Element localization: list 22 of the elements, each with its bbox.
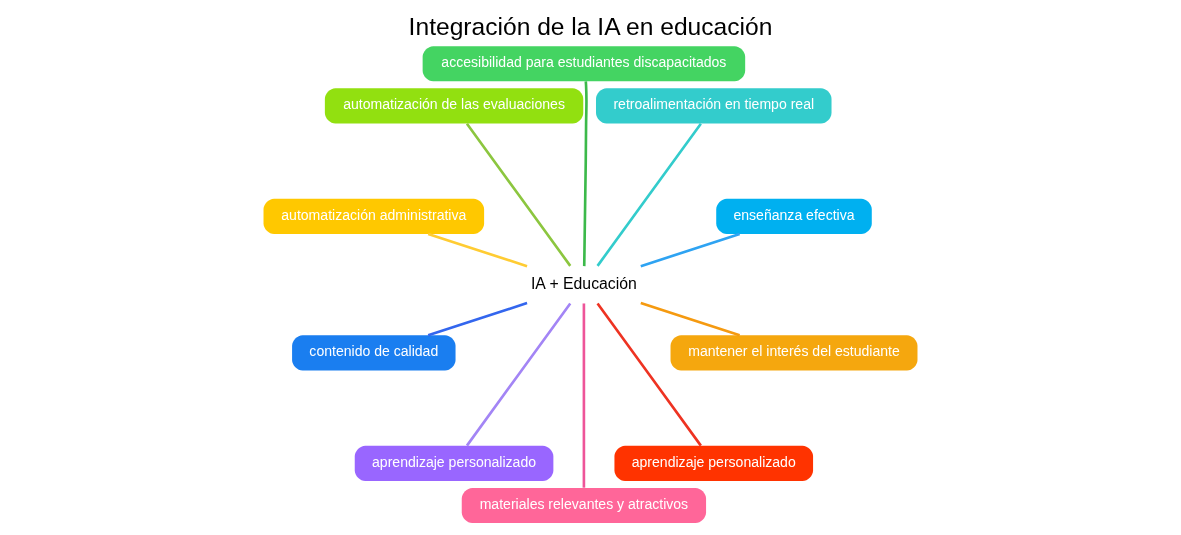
node-box: automatización de las evaluaciones	[324, 88, 584, 124]
node-box: enseñanza efectiva	[716, 198, 872, 234]
node-box: contenido de calidad	[292, 335, 456, 371]
connector	[640, 301, 741, 337]
connector	[596, 122, 702, 267]
diagram-title: Integración de la IA en educación	[408, 13, 773, 41]
connector	[465, 122, 572, 267]
node-text: IA + Educación	[530, 274, 637, 292]
connector	[582, 303, 586, 488]
node-box: materiales relevantes y atractivos	[461, 487, 707, 524]
node-box: aprendizaje personalizado	[354, 445, 554, 481]
connector	[582, 81, 588, 267]
node-box: mantener el interés del estudiante	[670, 335, 918, 371]
node-box: aprendizaje personalizado	[614, 445, 814, 481]
node-box: automatización administrativa	[263, 198, 485, 234]
connector	[427, 232, 528, 268]
connector	[465, 302, 572, 447]
connector	[427, 301, 528, 337]
node-box: retroalimentación en tiempo real	[596, 88, 832, 124]
node-box: accesibilidad para estudiantes discapacitados	[422, 46, 746, 82]
connector	[596, 302, 702, 447]
connector	[640, 232, 741, 268]
